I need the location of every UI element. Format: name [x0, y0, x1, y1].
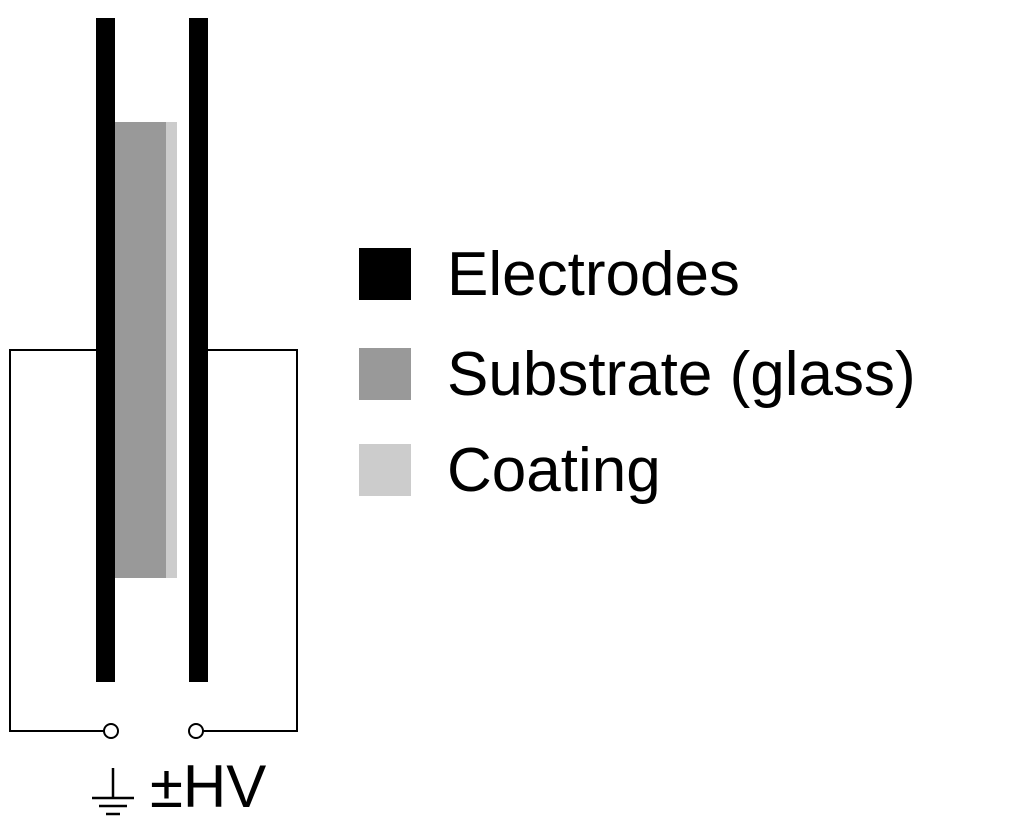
left-terminal — [103, 723, 119, 739]
legend-label-coating: Coating — [447, 436, 661, 505]
left-electrode — [96, 18, 115, 682]
ground-icon — [92, 768, 134, 816]
legend-label-substrate: Substrate (glass) — [447, 340, 916, 409]
right-electrode — [189, 18, 208, 682]
legend-label-electrodes: Electrodes — [447, 240, 740, 309]
substrate-layer — [114, 122, 166, 578]
coating-layer — [166, 122, 177, 578]
right-terminal — [188, 723, 204, 739]
right-wire — [203, 349, 298, 732]
circuit-wires — [9, 349, 298, 732]
left-wire — [9, 349, 104, 732]
substrate-swatch — [359, 348, 411, 400]
coating-swatch — [359, 444, 411, 496]
electrodes-swatch — [359, 248, 411, 300]
high-voltage-label: ±HV — [150, 753, 267, 820]
